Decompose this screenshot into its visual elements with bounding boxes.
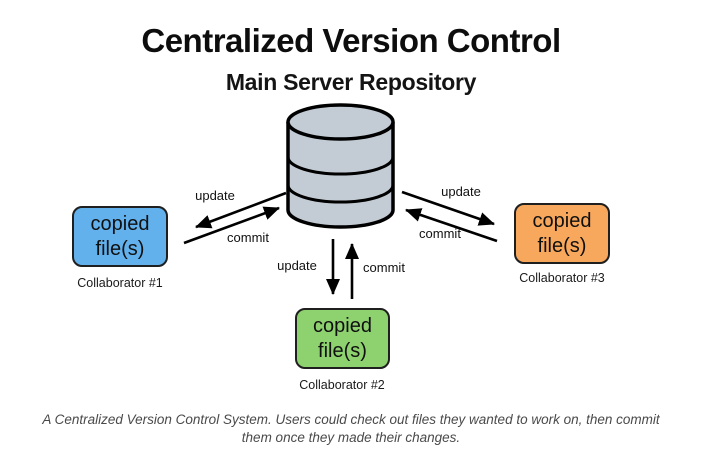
database-cylinder-icon (286, 103, 395, 229)
box-label-line1: copied (313, 314, 372, 337)
copied-files-box-collab3: copied file(s) (514, 203, 610, 264)
collaborator-1-label: Collaborator #1 (77, 276, 163, 290)
copied-files-box-collab1: copied file(s) (72, 206, 168, 267)
commit-arrow-left (183, 206, 280, 245)
update-label-middle: update (277, 258, 317, 273)
caption-line-1: A Centralized Version Control System. Us… (42, 412, 660, 427)
box-label-line2: file(s) (318, 339, 367, 362)
box-label-line1: copied (532, 209, 592, 232)
figure-caption: A Centralized Version Control System. Us… (0, 411, 702, 447)
update-arrow-left (195, 191, 287, 229)
cylinder-band-line-2 (286, 184, 395, 204)
update-label-right: update (441, 184, 481, 199)
commit-label-right: commit (419, 226, 461, 241)
box-label-line2: file(s) (95, 237, 145, 260)
diagram-title: Centralized Version Control (141, 22, 561, 59)
commit-label-middle: commit (363, 260, 405, 275)
collaborator-2-label: Collaborator #2 (299, 378, 385, 392)
collaborator-3-label: Collaborator #3 (519, 271, 605, 285)
server-repository-label: Main Server Repository (225, 69, 477, 95)
update-arrow-right (401, 190, 495, 226)
box-label-line2: file(s) (537, 234, 587, 257)
caption-line-2: them once they made their changes. (241, 430, 461, 445)
cylinder-top-ellipse (286, 103, 395, 141)
update-label-left: update (195, 188, 235, 203)
commit-arrow-right (405, 208, 498, 243)
copied-files-box-collab2: copied file(s) (295, 308, 390, 369)
box-label-line1: copied (90, 212, 150, 235)
commit-label-left: commit (227, 230, 269, 245)
cylinder-band-line-1 (286, 156, 395, 176)
